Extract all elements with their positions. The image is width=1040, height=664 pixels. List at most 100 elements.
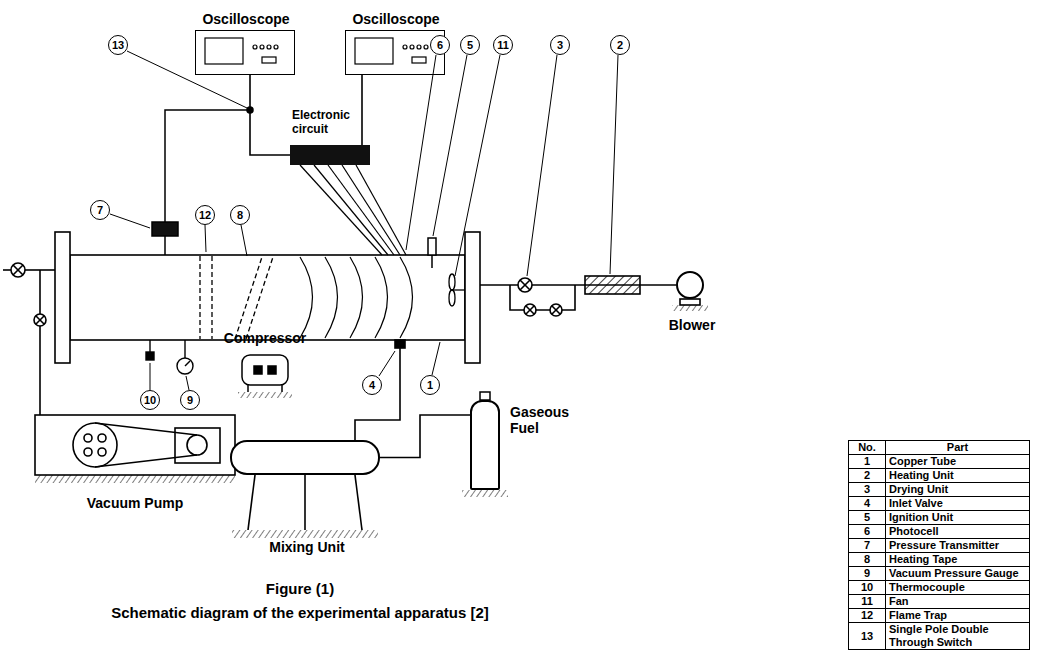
- callout-number: 9: [180, 390, 200, 410]
- table-cell: 7: [849, 539, 886, 553]
- parts-table: No.Part1Copper Tube2Heating Unit3Drying …: [848, 440, 1030, 650]
- callout-number: 11: [493, 35, 513, 55]
- table-row: 12Flame Trap: [849, 609, 1030, 623]
- table-text: 1: [864, 455, 870, 467]
- callout-number: 13: [108, 35, 128, 55]
- table-row: 8 Heating Tape: [849, 553, 1030, 567]
- callout-text: 3: [557, 39, 563, 51]
- callout-text: 10: [144, 394, 156, 406]
- table-row: 2 Heating Unit: [849, 469, 1030, 483]
- callout-text: 7: [97, 204, 103, 216]
- pressure-transmitter: [152, 107, 253, 255]
- table-text: Vacuum Pressure Gauge: [889, 567, 1019, 579]
- table-cell: 12: [849, 609, 886, 623]
- table-row: 13 Single Pole Double Through Switch: [849, 623, 1030, 650]
- table-text: No.: [858, 441, 876, 453]
- table-cell: 3: [849, 483, 886, 497]
- connector-line: [361, 75, 363, 145]
- leader-lines: [110, 51, 618, 390]
- table-cell: 6: [849, 525, 886, 539]
- table-cell: Flame Trap: [886, 609, 1030, 623]
- connector-line: [250, 75, 290, 155]
- callout-text: 13: [112, 39, 124, 51]
- table-cell: Part: [886, 441, 1030, 455]
- part-label: Compressor: [224, 330, 306, 346]
- compressor-body: [238, 355, 292, 398]
- table-text: Heating Tape: [889, 553, 957, 565]
- electronic-circuit: Electronic circuit: [290, 145, 370, 165]
- photocell-wires: [300, 165, 406, 255]
- callout-text: 9: [187, 394, 193, 406]
- oscilloscope: Oscilloscope: [345, 30, 445, 75]
- table-cell: Single Pole Double Through Switch: [886, 623, 1030, 650]
- table-text: Drying Unit: [889, 483, 948, 495]
- table-text: Fan: [889, 595, 909, 607]
- table-row: 5Ignition Unit: [849, 511, 1030, 525]
- table-cell: Ignition Unit: [886, 511, 1030, 525]
- table-cell: 8: [849, 553, 886, 567]
- oscilloscope: Oscilloscope: [195, 30, 295, 75]
- table-row: 4Inlet Valve: [849, 497, 1030, 511]
- mixing-unit: Mixing Unit: [230, 440, 380, 475]
- callout-text: 4: [369, 379, 375, 391]
- table-text: Photocell: [889, 525, 939, 537]
- part-label: Mixing Unit: [269, 539, 344, 555]
- callout-number: 1: [420, 375, 440, 395]
- table-cell: 13: [849, 623, 886, 650]
- table-text: Heating Unit: [889, 469, 954, 481]
- fuel-cylinder: Gaseous Fuel: [470, 400, 500, 490]
- table-text: Thermocouple: [889, 581, 965, 593]
- table-cell: 4: [849, 497, 886, 511]
- vacuum-line: [3, 263, 55, 415]
- mixing-unit-stand: [232, 475, 378, 538]
- inlet-pipe: [355, 340, 405, 440]
- callout-number: 2: [610, 35, 630, 55]
- copper-tube: [55, 232, 480, 363]
- callout-number: 4: [362, 375, 382, 395]
- callout-number: 8: [230, 205, 250, 225]
- table-text: 8: [864, 553, 870, 565]
- blower: Blower: [676, 271, 704, 299]
- table-text: 10: [861, 581, 873, 593]
- table-text: Pressure Transmitter: [889, 539, 999, 551]
- table-text: Part: [947, 441, 968, 453]
- table-cell: Vacuum Pressure Gauge: [886, 567, 1030, 581]
- part-label: Gaseous Fuel: [510, 404, 580, 436]
- table-row: No. Part: [849, 441, 1030, 455]
- table-cell: Heating Tape: [886, 553, 1030, 567]
- table-row: 3Drying Unit: [849, 483, 1030, 497]
- part-label: Blower: [669, 317, 716, 333]
- table-text: 2: [864, 469, 870, 481]
- fuel-cylinder-base: [462, 392, 508, 497]
- table-text: Ignition Unit: [889, 511, 953, 523]
- callout-text: 8: [237, 209, 243, 221]
- table-cell: 2: [849, 469, 886, 483]
- oscilloscope-faces: [205, 38, 428, 64]
- table-cell: Fan: [886, 595, 1030, 609]
- callout-text: 12: [199, 209, 211, 221]
- table-cell: No.: [849, 441, 886, 455]
- caption: Schematic diagram of the experimental ap…: [111, 604, 489, 621]
- vacuum-pump-body: [35, 415, 235, 483]
- part-label: Oscilloscope: [352, 11, 439, 27]
- callout-number: 6: [430, 35, 450, 55]
- table-cell: 11: [849, 595, 886, 609]
- flame-trap: [200, 256, 212, 339]
- right-line: [480, 276, 708, 316]
- table-cell: Photocell: [886, 525, 1030, 539]
- table-text: 13: [861, 630, 873, 642]
- vacuum-pump: Vacuum Pump: [35, 415, 235, 483]
- callout-number: 5: [460, 35, 480, 55]
- flame-front: [300, 257, 413, 338]
- table-text: 9: [864, 567, 870, 579]
- callout-text: 5: [467, 39, 473, 51]
- fan: [449, 274, 465, 306]
- table-cell: 5: [849, 511, 886, 525]
- table-cell: Pressure Transmitter: [886, 539, 1030, 553]
- table-row: 11Fan: [849, 595, 1030, 609]
- thermocouple-and-gauge: [146, 340, 193, 374]
- callout-number: 10: [140, 390, 160, 410]
- callout-text: 6: [437, 39, 443, 51]
